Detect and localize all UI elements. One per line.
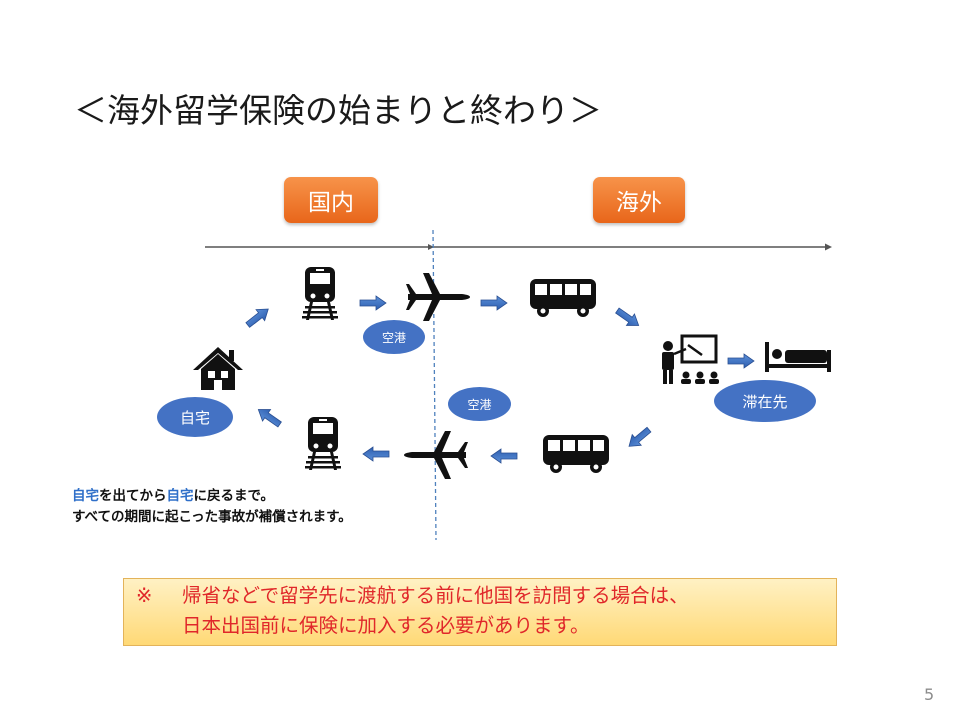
classroom-icon: [662, 334, 719, 384]
flow-arrow: [243, 303, 273, 331]
flow-arrow: [624, 423, 654, 453]
bus-icon: [543, 435, 609, 473]
page-title: ＜海外留学保険の始まりと終わり＞: [74, 91, 602, 130]
airport-outbound-label: 空港: [363, 320, 425, 354]
note-text: に戻るまで。: [193, 488, 274, 504]
flow-arrow: [362, 446, 390, 462]
page-number: 5: [924, 685, 935, 704]
caution-mark: ※: [136, 584, 153, 607]
coverage-note: 自宅を出てから自宅に戻るまで。 すべての期間に起こった事故が補償されます。: [72, 486, 352, 528]
timeline-arrow-head: [428, 244, 434, 250]
house-icon: [193, 347, 243, 390]
caution-line1: ※ 帰省などで留学先に渡航する前に他国を訪問する場合は、: [136, 581, 836, 611]
note-home-highlight: 自宅: [166, 488, 194, 504]
airplane-icon: [406, 273, 470, 321]
flow-arrow: [727, 353, 755, 369]
coverage-note-line1: 自宅を出てから自宅に戻るまで。: [72, 486, 352, 507]
flow-arrow: [253, 403, 285, 431]
airplane-icon: [404, 431, 468, 479]
home-label: 自宅: [157, 397, 233, 437]
bed-icon: [765, 342, 831, 372]
flow-arrow: [359, 295, 387, 311]
domestic-label: 国内: [284, 177, 378, 223]
note-home-highlight: 自宅: [72, 488, 99, 504]
destination-label: 滞在先: [714, 380, 816, 422]
border-line: [432, 229, 437, 541]
flow-arrow: [490, 448, 518, 464]
train-icon: [305, 417, 341, 470]
overseas-label: 海外: [593, 177, 685, 223]
bus-icon: [530, 279, 596, 317]
timeline-arrow-head: [825, 243, 832, 251]
caution-text: 帰省などで留学先に渡航する前に他国を訪問する場合は、: [182, 584, 689, 607]
caution-box: ※ 帰省などで留学先に渡航する前に他国を訪問する場合は、 日本出国前に保険に加入す…: [123, 578, 837, 646]
train-icon: [302, 267, 338, 320]
caution-line2: 日本出国前に保険に加入する必要があります。: [182, 614, 590, 637]
coverage-note-line2: すべての期間に起こった事故が補償されます。: [72, 509, 352, 525]
note-text: を出てから: [99, 488, 167, 504]
flow-arrow: [480, 295, 508, 311]
airport-return-label: 空港: [448, 387, 511, 421]
flow-arrow: [612, 304, 644, 332]
